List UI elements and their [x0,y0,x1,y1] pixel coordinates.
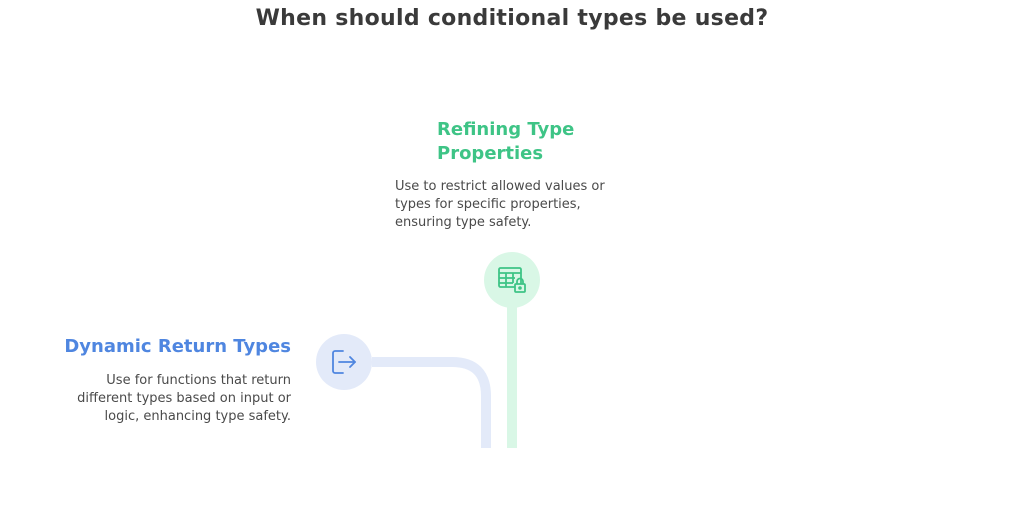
refining-type-properties-description: Use to restrict allowed values or types … [395,179,605,230]
dynamic-return-types-icon-circle [316,334,372,390]
dynamic-return-types-heading: Dynamic Return Types [64,336,291,357]
diagram-title: When should conditional types be used? [255,6,769,31]
refining-type-properties-heading: Refining Type Properties [437,119,575,164]
refining-type-properties-icon-circle [484,252,540,308]
blue-connector-line [372,357,491,448]
dynamic-return-types-description: Use for functions that return different … [77,373,291,424]
exit-arrow-icon [332,350,356,374]
table-lock-icon [498,267,526,293]
